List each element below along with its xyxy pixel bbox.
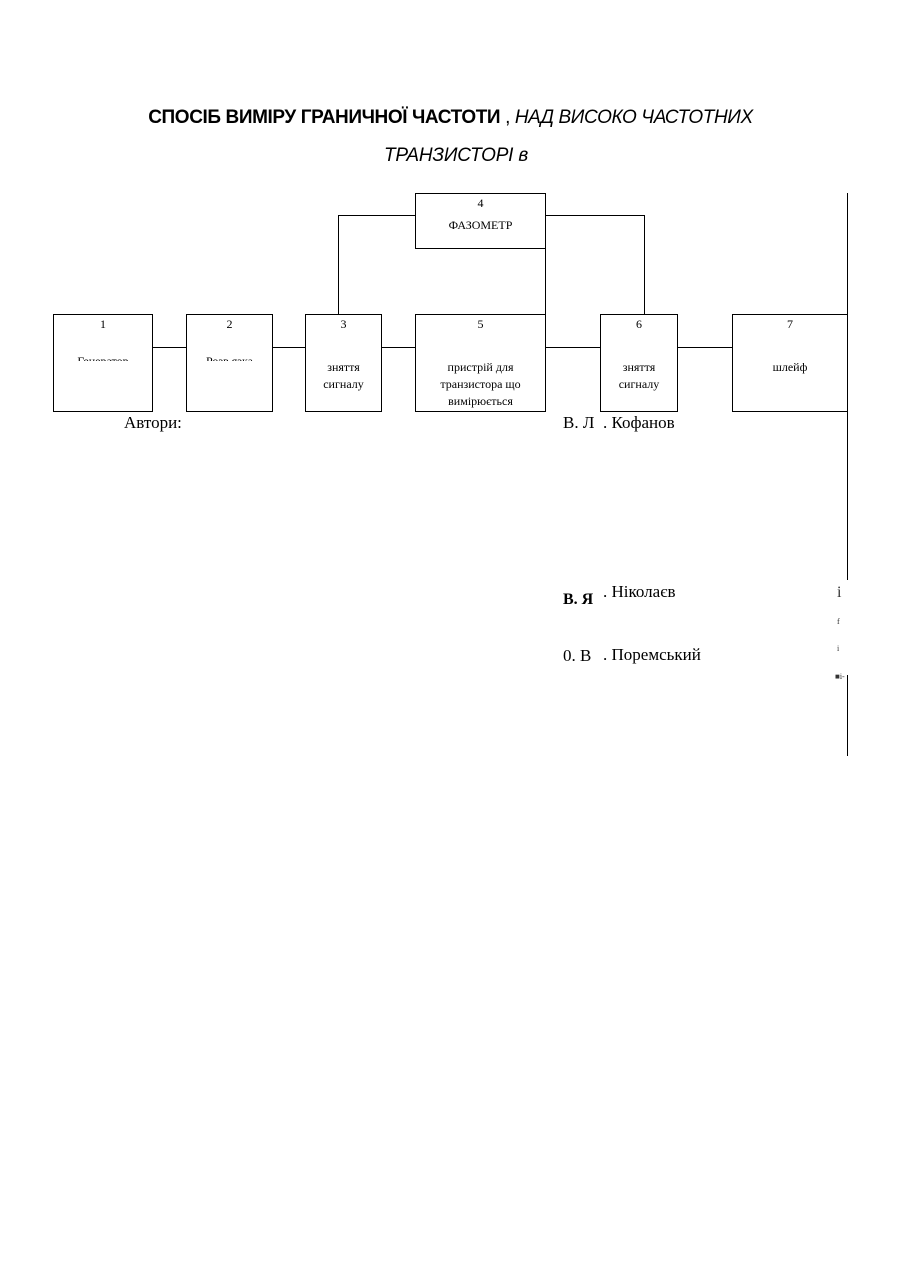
block-transistor-fixture: 5 пристрій для транзистора що вимірюєтьс… [415, 314, 546, 412]
block-label: Генератор [54, 353, 152, 361]
wire-4-right-v [644, 215, 645, 315]
block-label-line2: транзистора що [416, 376, 545, 393]
block-label: шлейф [733, 359, 847, 376]
block-label-line2: сигналу [601, 376, 677, 393]
author-initials: В. Л [563, 413, 594, 433]
margin-mark: i [837, 644, 839, 653]
author-initials: В. Я [563, 591, 593, 609]
title-bold-part: СПОСІБ ВИМІРУ ГРАНИЧНОЇ ЧАСТОТИ [148, 107, 500, 128]
block-decoupling: 2 Розв язка [186, 314, 273, 412]
block-signal-pickup-1: 3 зняття сигналу [305, 314, 382, 412]
margin-mark: f [837, 617, 840, 626]
title-italic-part: НАД ВИСОКО ЧАСТОТНИХ [515, 107, 753, 128]
block-loop: 7 шлейф [732, 314, 848, 412]
document-title-line2: ТРАНЗИСТОРІ в [384, 145, 528, 167]
wire-1-2 [152, 347, 187, 348]
wire-6-7 [677, 347, 733, 348]
block-signal-pickup-2: 6 зняття сигналу [600, 314, 678, 412]
block-label-line3: вимірюється [416, 393, 545, 410]
block-number: 1 [54, 317, 152, 332]
block-number: 7 [733, 317, 847, 332]
block-generator: 1 Генератор [53, 314, 153, 412]
author-surname: . Поремський [603, 645, 701, 665]
wire-5-6 [546, 347, 601, 348]
wire-4-right-h [546, 215, 644, 216]
author-surname: . Ніколаєв [603, 582, 676, 602]
document-title: СПОСІБ ВИМІРУ ГРАНИЧНОЇ ЧАСТОТИ , НАД ВИ… [0, 107, 901, 129]
author-initials: 0. В [563, 646, 591, 666]
authors-heading: Автори: [124, 413, 182, 433]
wire-4-left-h [338, 215, 416, 216]
block-number: 3 [306, 317, 381, 332]
margin-mark: ■i- [835, 672, 845, 681]
block-phase-meter: 4 ФАЗОМЕТР [415, 193, 546, 249]
block-label: ФАЗОМЕТР [416, 217, 545, 234]
wire-3-5 [381, 347, 416, 348]
block-label: Розв язка [187, 353, 272, 361]
wire-2-3 [272, 347, 306, 348]
block-label-line1: зняття [306, 359, 381, 376]
block-label-line1: пристрій для [416, 359, 545, 376]
block-number: 2 [187, 317, 272, 332]
block-number: 4 [416, 196, 545, 211]
margin-mark: і [837, 584, 841, 602]
wire-4-5 [545, 248, 546, 315]
wire-4-left-v [338, 215, 339, 315]
author-surname: . Кофанов [603, 413, 675, 433]
block-number: 6 [601, 317, 677, 332]
block-label-line1: зняття [601, 359, 677, 376]
title-separator: , [500, 107, 515, 128]
block-label-line2: сигналу [306, 376, 381, 393]
right-border-line-lower [847, 675, 848, 756]
block-number: 5 [416, 317, 545, 332]
